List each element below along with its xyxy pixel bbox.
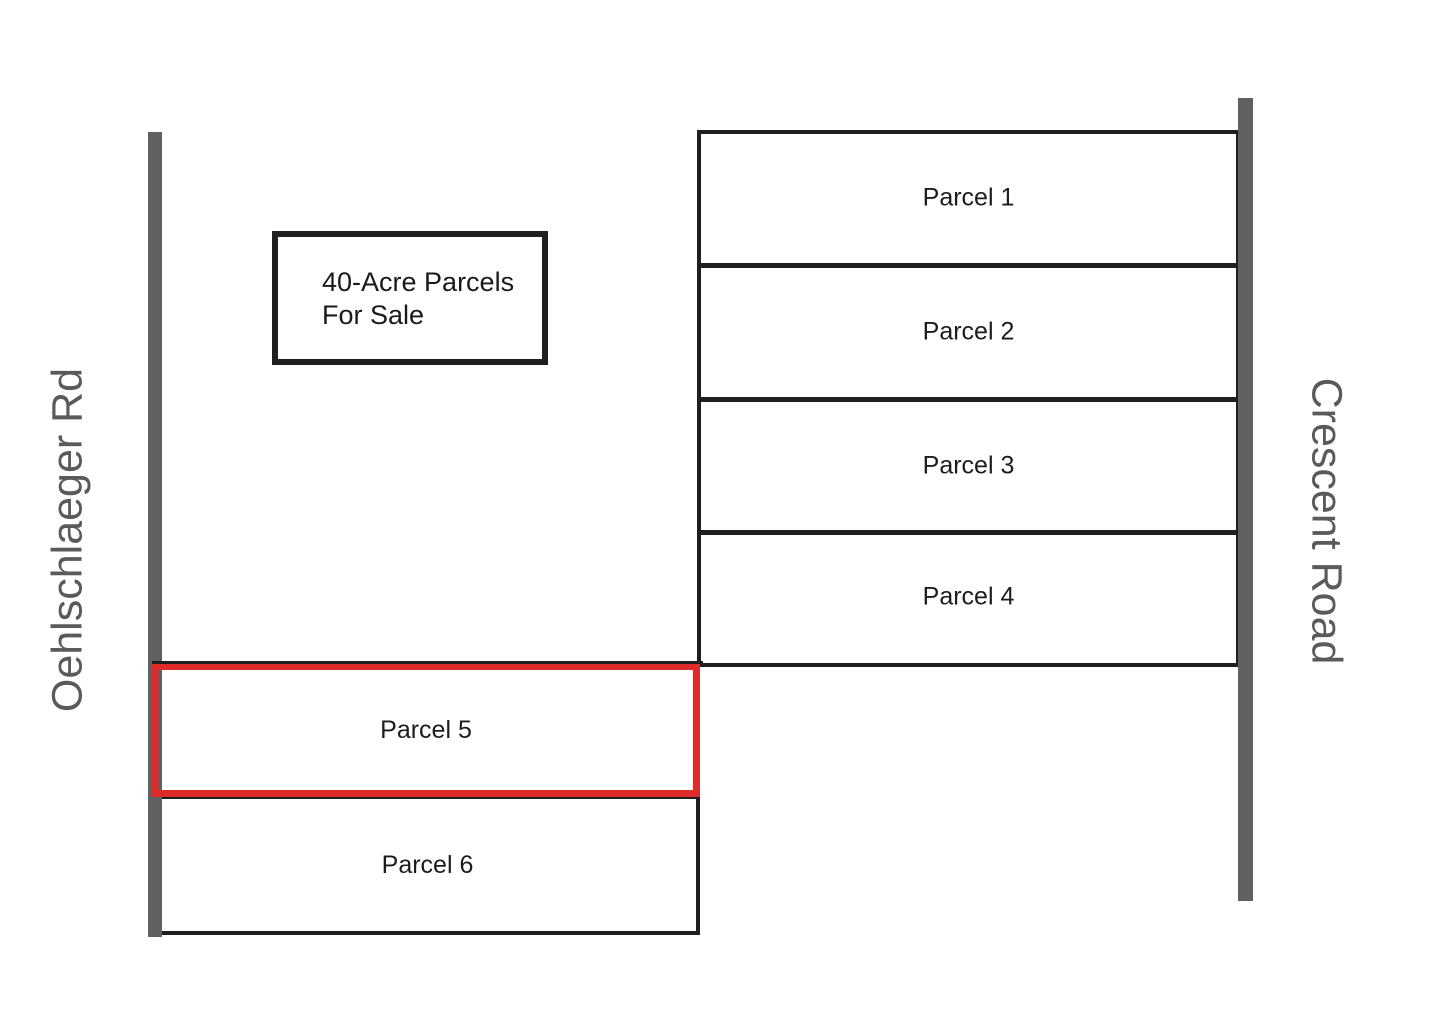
title-line-1: 40-Acre Parcels	[322, 267, 515, 297]
parcel-1-label: Parcel 1	[922, 183, 1015, 212]
parcel-6-label: Parcel 6	[381, 850, 474, 879]
parcel-column-right: Parcel 1 Parcel 2 Parcel 3 Parcel 4	[697, 130, 1240, 667]
road-label-crescent: Crescent Road	[1302, 377, 1351, 665]
boundary-line-parcel5-top	[152, 661, 703, 664]
parcel-6: Parcel 6	[155, 795, 700, 935]
divider-parcel1-2	[701, 263, 1236, 268]
divider-parcel2-3	[701, 397, 1236, 402]
parcel-5-highlighted: Parcel 5	[152, 663, 700, 797]
parcel-5-label: Parcel 5	[380, 715, 472, 744]
title-line-2: For Sale	[322, 300, 425, 330]
road-line-oehlschlaeger	[148, 132, 162, 937]
parcel-4-label: Parcel 4	[922, 582, 1015, 611]
road-label-oehlschlaeger: Oehlschlaeger Rd	[43, 367, 92, 713]
parcel-2-label: Parcel 2	[922, 317, 1015, 346]
title-box: 40-Acre Parcels For Sale	[272, 231, 548, 365]
parcel-3-label: Parcel 3	[922, 451, 1015, 480]
divider-parcel3-4	[701, 530, 1236, 535]
road-line-crescent	[1238, 98, 1253, 901]
